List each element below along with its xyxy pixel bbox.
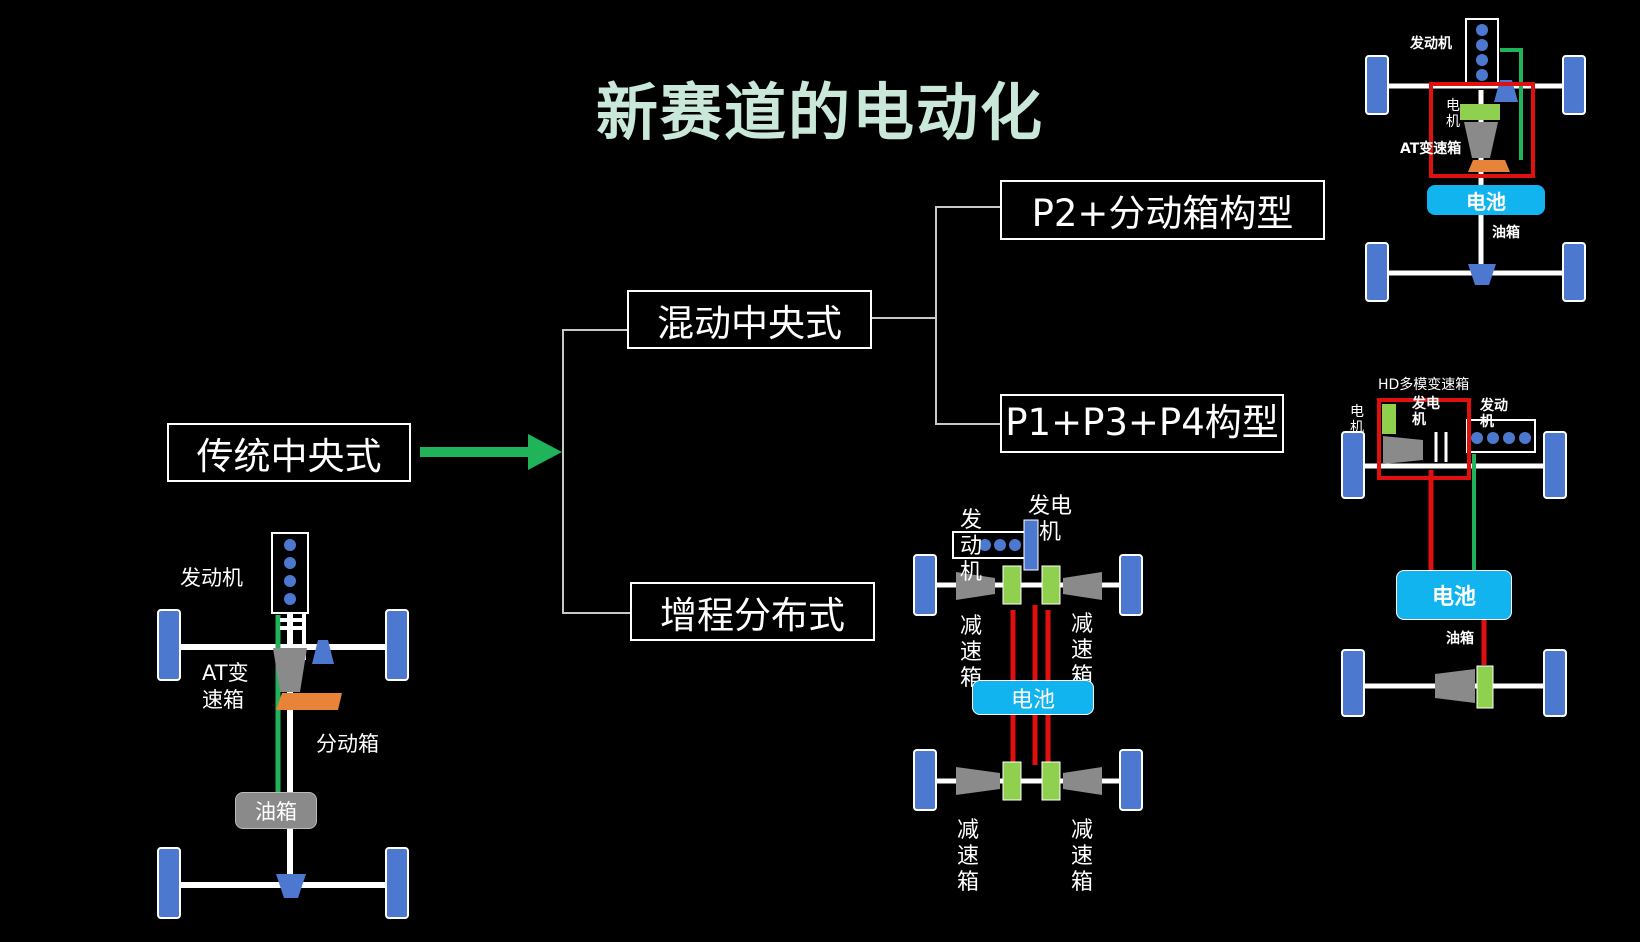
label-p134-motor: 电机 bbox=[1350, 404, 1364, 436]
label-engine: 发动机 bbox=[180, 566, 243, 590]
label-p2-fuel-tank: 油箱 bbox=[1492, 225, 1520, 241]
fuel-tank: 油箱 bbox=[235, 792, 317, 829]
node-hybrid-central: 混动中央式 bbox=[627, 290, 872, 349]
diagram-traditional-graphic bbox=[157, 532, 409, 919]
p134-battery: 电池 bbox=[1396, 570, 1512, 620]
label-transfer-case: 分动箱 bbox=[316, 732, 379, 756]
diagram-p1p3p4-graphic bbox=[1341, 398, 1567, 717]
connector-upper bbox=[872, 206, 1000, 319]
label-reducer-fl: 减速箱 bbox=[959, 614, 982, 691]
label-reducer-fr: 减速箱 bbox=[1070, 612, 1093, 689]
label-re-engine: 发动机 bbox=[959, 508, 982, 585]
label-reducer-rl: 减速箱 bbox=[956, 818, 979, 895]
label-p2-engine: 发动机 bbox=[1410, 36, 1452, 52]
diagram-range-extender-graphic bbox=[913, 519, 1143, 811]
connector-main bbox=[562, 329, 630, 614]
tree-connectors bbox=[562, 206, 1000, 614]
label-p2-at-gearbox: AT变速箱 bbox=[1400, 141, 1462, 157]
label-p134-engine: 发动机 bbox=[1480, 398, 1508, 430]
page-title: 新赛道的电动化 bbox=[595, 76, 1044, 149]
node-range-extender-distributed: 增程分布式 bbox=[630, 582, 875, 641]
node-p1p3p4-config bbox=[1000, 394, 1284, 453]
label-reducer-rr: 减速箱 bbox=[1070, 818, 1093, 895]
diagram-p2-graphic bbox=[1365, 18, 1586, 302]
green-arrow bbox=[420, 434, 562, 470]
p2-battery: 电池 bbox=[1427, 185, 1545, 215]
label-p2-motor: 电机 bbox=[1446, 98, 1460, 130]
node-p2-transfer-config: P2+分动箱构型 bbox=[1000, 180, 1325, 240]
label-p134-fuel-tank: 油箱 bbox=[1446, 631, 1474, 647]
connector-lower bbox=[935, 318, 1000, 425]
node-traditional-central: 传统中央式 bbox=[167, 423, 411, 482]
label-at-gearbox: AT变速箱 bbox=[202, 661, 249, 712]
label-re-generator: 发电机 bbox=[1027, 494, 1072, 545]
node-p1p3p4-label: P1+P3+P4构型 bbox=[1005, 401, 1279, 444]
label-p134-generator: 发电机 bbox=[1412, 396, 1440, 428]
re-battery: 电池 bbox=[972, 680, 1094, 715]
label-hd-gearbox: HD多模变速箱 bbox=[1378, 377, 1470, 393]
